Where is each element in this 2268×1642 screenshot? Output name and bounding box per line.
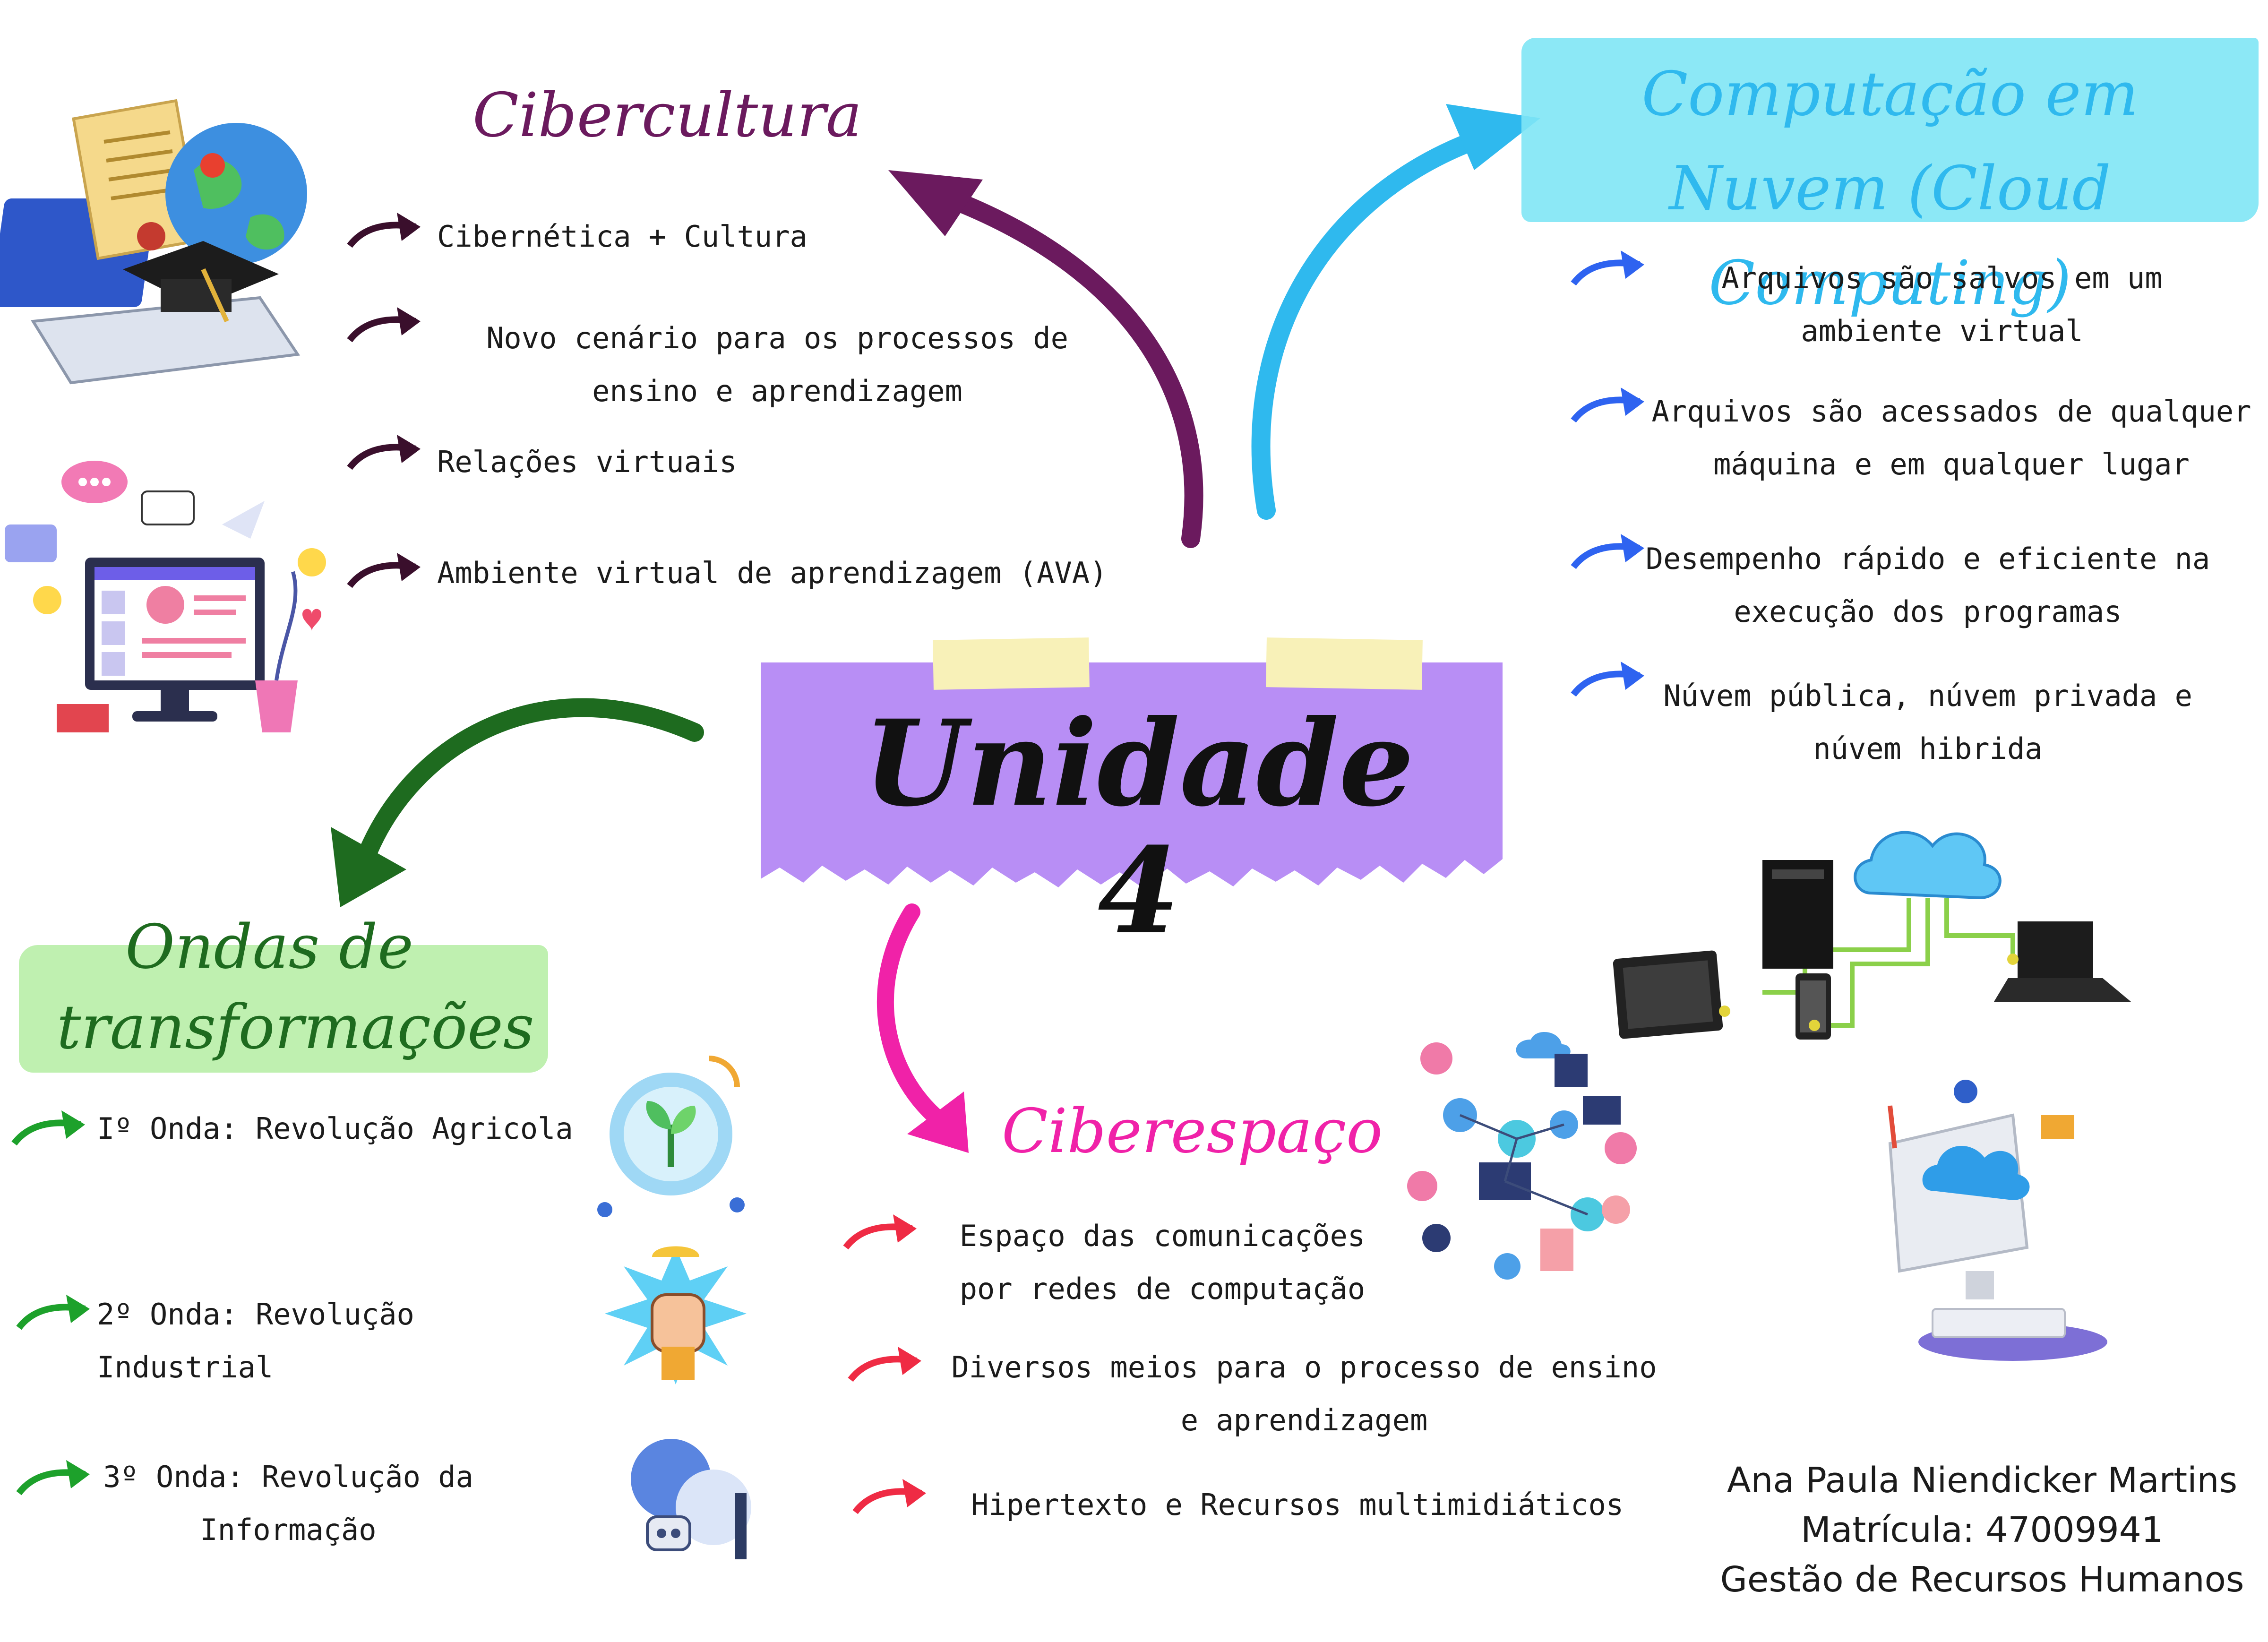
ondas-title-highlight bbox=[19, 945, 548, 1073]
nuvem-item-1: Arquivos são salvos em um ambiente virtu… bbox=[1721, 261, 2163, 348]
center-banner bbox=[761, 652, 1503, 898]
arrow-small-icon bbox=[16, 1295, 90, 1330]
nuvem-title-highlight bbox=[1521, 38, 2259, 222]
arrow-small-icon bbox=[848, 1347, 921, 1382]
cibercultura-item-3: Relações virtuais bbox=[437, 445, 737, 479]
author-name: Ana Paula Niendicker Martins bbox=[1727, 1460, 2238, 1501]
arrow-small-icon bbox=[16, 1460, 90, 1496]
nuvem-item-3: Desempenho rápido e eficiente na execuçã… bbox=[1645, 542, 2210, 629]
ondas-item-2: 2º Onda: Revolução Industrial bbox=[97, 1297, 414, 1384]
cibercultura-item-2: Novo cenário para os processos de ensino… bbox=[486, 321, 1068, 408]
industrial-fist-icon bbox=[605, 1246, 747, 1384]
arrow-small-icon bbox=[1571, 250, 1644, 286]
nuvem-item-2: Arquivos são acessados de qualquer máqui… bbox=[1651, 394, 2251, 481]
arrow-small-icon bbox=[1571, 387, 1644, 423]
cloud-network-devices-icon bbox=[1613, 831, 2131, 1040]
ondas-item-1: Iº Onda: Revolução Agricola bbox=[97, 1111, 573, 1146]
ciberespaco-item-3: Hipertexto e Recursos multimidiáticos bbox=[971, 1487, 1624, 1522]
nuvem-title: Computação em Nuvem (Cloud Computing) bbox=[1641, 59, 2139, 318]
ondas-title: Ondas de transformações bbox=[57, 912, 534, 1063]
arrow-small-icon bbox=[1571, 662, 1644, 697]
arrow-small-icon bbox=[347, 553, 421, 588]
author-matricula: Matrícula: 47009941 bbox=[1801, 1510, 2164, 1550]
cibercultura-item-4: Ambiente virtual de aprendizagem (AVA) bbox=[437, 556, 1108, 590]
arrow-small-icon bbox=[11, 1110, 85, 1146]
social-media-monitor-icon bbox=[5, 461, 326, 732]
cibercultura-title: Cibercultura bbox=[472, 80, 862, 151]
nuvem-item-4: Núvem pública, núvem privada e núvem hib… bbox=[1663, 679, 2192, 766]
arrow-small-icon bbox=[347, 435, 421, 470]
cibercultura-item-1: Cibernética + Cultura bbox=[437, 219, 808, 254]
ciberespaco-item-1: Espaço das comunicações por redes de com… bbox=[959, 1219, 1366, 1306]
arrow-small-icon bbox=[852, 1479, 926, 1514]
arrow-small-icon bbox=[843, 1214, 917, 1250]
author-curso: Gestão de Recursos Humanos bbox=[1720, 1559, 2244, 1600]
laptop-graduation-icon bbox=[0, 99, 307, 385]
cloud-computer-icon bbox=[1888, 1080, 2107, 1361]
ciberespaco-title: Ciberespaço bbox=[1002, 1096, 1383, 1167]
center-title: Unidade 4 bbox=[863, 694, 1414, 960]
artificial-intelligence-cluster-icon bbox=[1407, 1032, 1637, 1280]
arrow-small-icon bbox=[347, 307, 421, 343]
ondas-item-3: 3º Onda: Revolução da Informação bbox=[103, 1460, 473, 1547]
ciberespaco-item-2: Diversos meios para o processo de ensino… bbox=[951, 1350, 1657, 1437]
arrow-small-icon bbox=[1571, 534, 1644, 569]
agriculture-icon bbox=[597, 1056, 745, 1217]
arrow-small-icon bbox=[347, 213, 421, 248]
ai-robot-icon bbox=[631, 1439, 751, 1559]
